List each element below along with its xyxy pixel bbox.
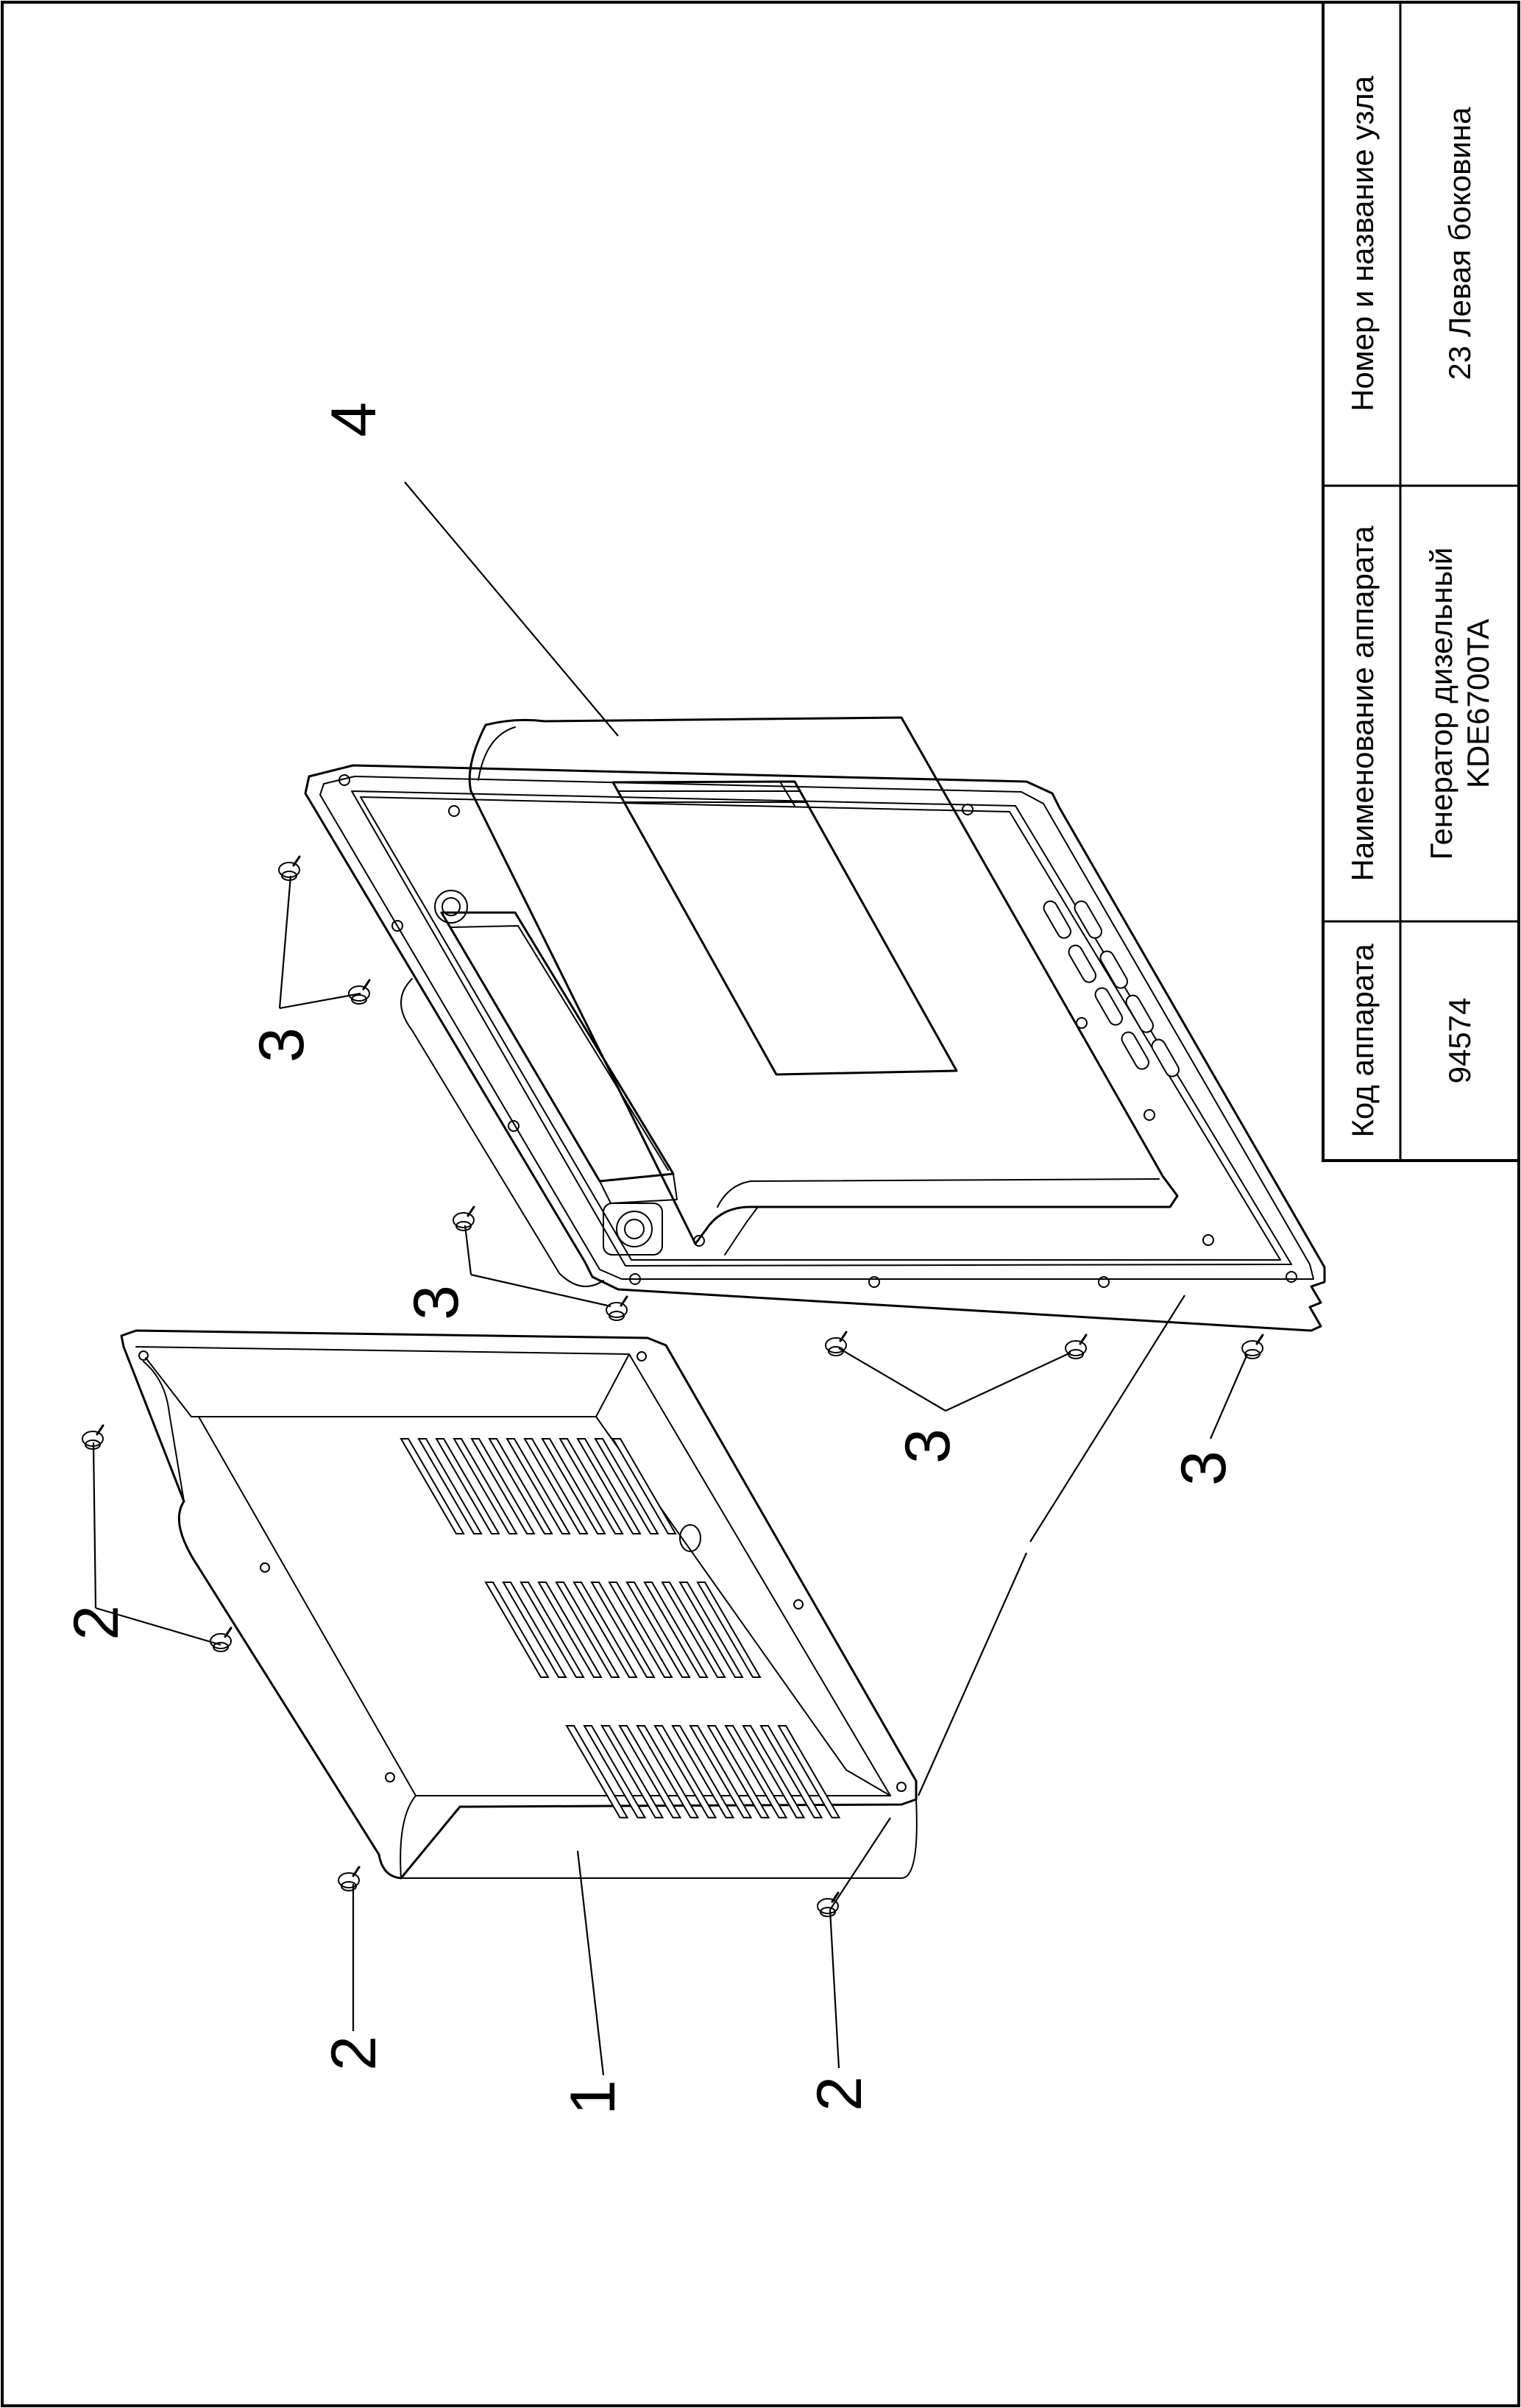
louver-slot [502,1582,567,1678]
louver-slot [576,1438,642,1534]
screws [82,855,1264,1917]
louver-slot [643,1582,709,1678]
header-unit-name: Номер и название узла [1345,75,1380,411]
louver-slot [417,1438,483,1534]
louver-slot [600,1725,664,1819]
screw [825,1331,848,1356]
louver-slot [565,1725,629,1819]
louver-slot [541,1438,606,1534]
header-device-name: Наименование аппарата [1345,525,1380,882]
louver-slot [696,1582,762,1678]
screw [210,1626,233,1652]
louver-slot [661,1582,726,1678]
louver-slot [636,1725,700,1819]
panel-mounting-holes [138,1350,907,1792]
value-device-name-line2: KDE6700TA [1461,619,1495,788]
louver-slot [653,1725,717,1819]
screw [1065,1334,1088,1359]
louver-slot [594,1438,659,1534]
screw [606,1295,628,1321]
louver-slot [608,1582,673,1678]
callout-part-2-bottom: 2 [804,2076,875,2111]
louver-slot [555,1582,620,1678]
screw [1241,1334,1264,1359]
part-1-side-panel [120,1329,918,1880]
frame-mounting-holes [338,774,1297,1288]
screw [817,1891,840,1917]
louver-slot [523,1438,589,1534]
panel-louvers [400,1438,841,1819]
leader-lines [92,481,1249,2076]
screw [348,979,371,1005]
callout-part-1: 1 [558,2080,628,2115]
louver-slot [590,1582,656,1678]
value-device-code: 94574 [1442,998,1477,1084]
part-4-frame-housing [304,716,1326,1332]
louver-slot [611,1438,677,1534]
louver-slot [618,1725,682,1819]
louver-slot [706,1725,770,1819]
louver-slot [537,1582,603,1678]
louver-slot [520,1582,585,1678]
louver-slot [671,1725,735,1819]
louver-slot [689,1725,753,1819]
louver-slot [559,1438,624,1534]
louver-slot [572,1582,638,1678]
louver-slot [625,1582,691,1678]
louver-slot [759,1725,823,1819]
value-device-name-line1: Генератор дизельный [1424,548,1458,860]
louver-slot [484,1582,550,1678]
callout-part-2-top: 2 [61,1605,132,1640]
louver-slot [724,1725,788,1819]
louver-slot [435,1438,500,1534]
callout-part-4: 4 [319,402,389,437]
callout-part-3-lower: 3 [893,1428,963,1464]
value-unit-name: 23 Левая боковина [1442,107,1477,380]
screw [453,1205,475,1231]
frame-vent-slots [1043,900,1180,1077]
louver-slot [583,1725,647,1819]
header-device-code: Код аппарата [1345,943,1380,1138]
screw [338,1866,361,1891]
louver-slot [742,1725,806,1819]
callout-part-3-middle: 3 [401,1285,472,1320]
callout-part-3-right: 3 [1169,1451,1239,1486]
callout-numbers: 4 1 2 2 2 3 3 3 3 [61,402,1239,2115]
louver-slot [453,1438,518,1534]
louver-slot [400,1438,465,1534]
louver-slot [777,1725,841,1819]
louver-slot [470,1438,536,1534]
louver-slot [506,1438,571,1534]
title-block: Номер и название узла Наименование аппар… [1322,1,1520,1162]
louver-slot [488,1438,553,1534]
callout-part-3-top: 3 [247,1027,317,1063]
callout-part-2-left: 2 [319,2036,389,2071]
louver-slot [678,1582,744,1678]
screw [278,855,301,881]
